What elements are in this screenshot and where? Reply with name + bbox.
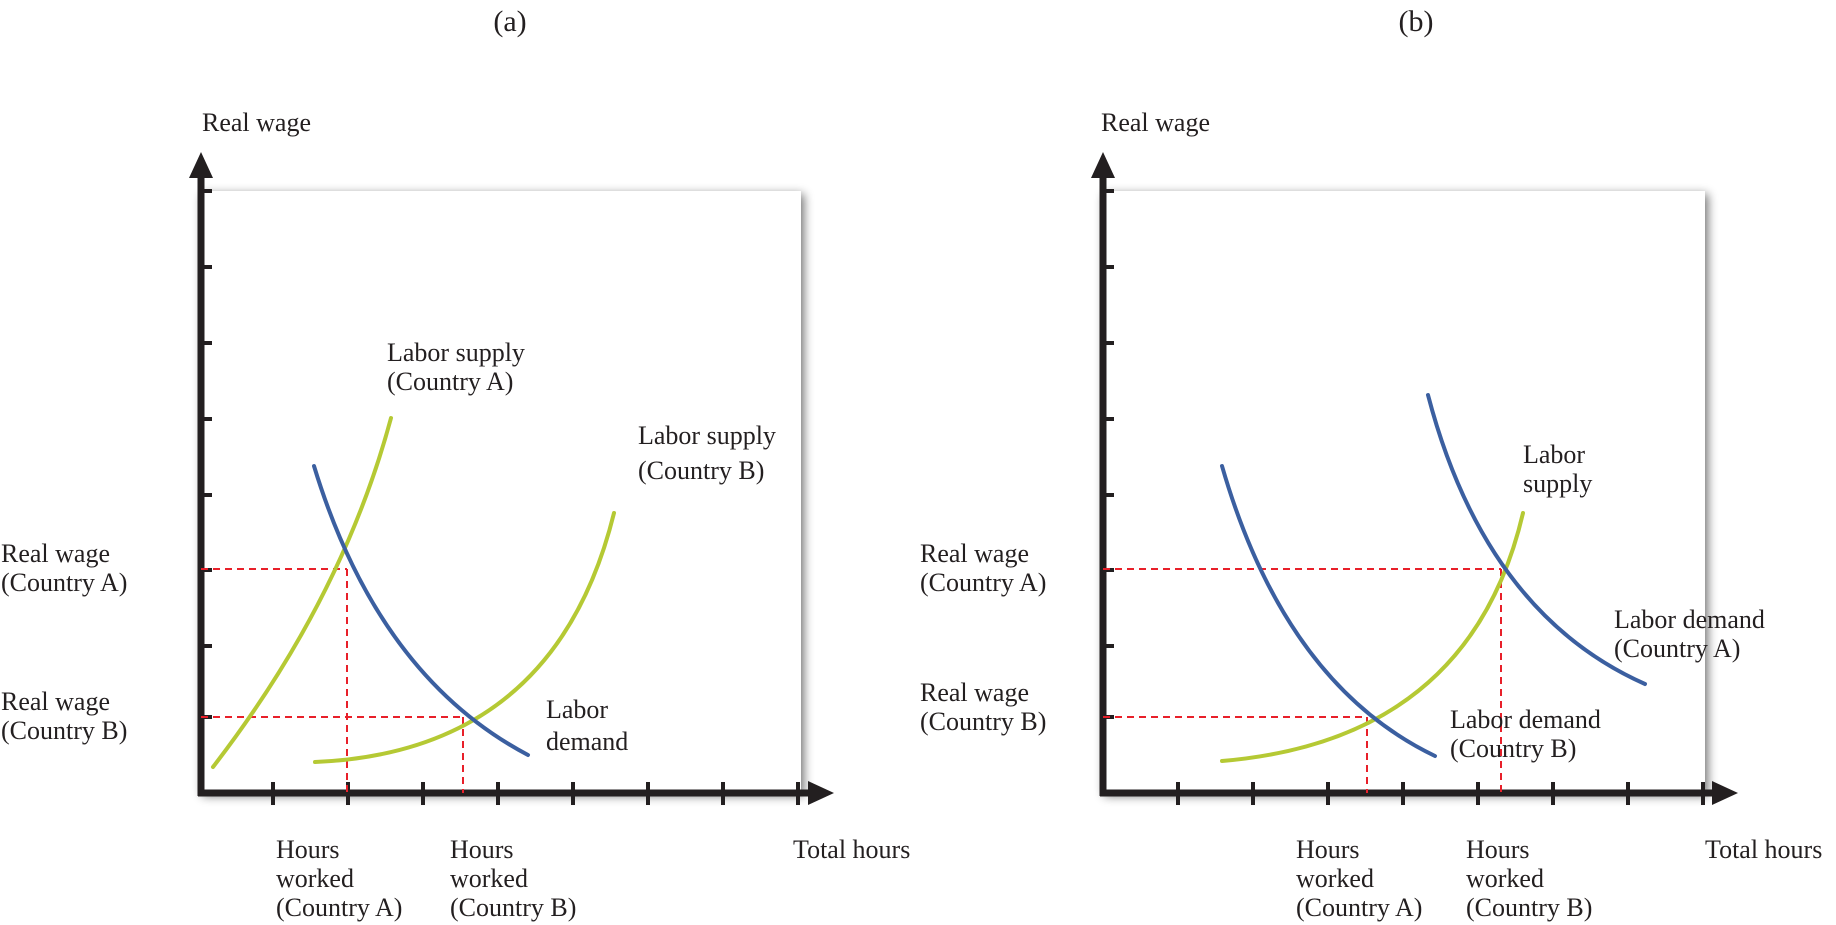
panel-a-hours-a-label: Hours worked (Country A) [276, 835, 402, 922]
panel-a-title: (a) [493, 5, 526, 38]
panel-b-supply-label: Labor supply [1523, 440, 1592, 498]
panel-a-hours-b-label: Hours worked (Country B) [450, 835, 576, 922]
panel-b-wage-a-label: Real wage (Country A) [920, 539, 1046, 597]
panel-a-x-axis-label: Total hours [793, 835, 910, 864]
panel-b-y-arrow [1091, 152, 1115, 178]
panel-b-demand-country-b-curve [1220, 464, 1437, 758]
panel-a-demand-curve [312, 464, 530, 757]
panel-a-supply-country-a-curve [211, 416, 393, 769]
panel-a-guides [201, 568, 464, 793]
panel-b-x-ticks [1176, 782, 1705, 805]
panel-b-plot-area [1101, 191, 1705, 793]
panel-b-title: (b) [1399, 5, 1434, 38]
panel-a-supply-country-b-label: Labor supply (Country B) [638, 421, 782, 485]
panel-b-demand-country-b-label: Labor demand (Country B) [1450, 705, 1607, 763]
panel-b-demand-country-a-curve [1426, 393, 1647, 686]
panel-b: (b) [920, 5, 1822, 922]
panel-b-hours-b-label: Hours worked (Country B) [1466, 835, 1592, 922]
panel-b-wage-b-label: Real wage (Country B) [920, 678, 1046, 736]
panel-a-demand-label: Labor demand [546, 695, 628, 756]
panel-b-x-arrow [1712, 781, 1738, 805]
panel-b-guides [1103, 568, 1502, 793]
panel-a-plot-area [199, 191, 801, 793]
panel-b-axes [1091, 152, 1738, 805]
panel-b-y-axis-label: Real wage [1101, 108, 1210, 137]
panel-a-supply-country-a-label: Labor supply (Country A) [387, 338, 531, 396]
panel-a-wage-a-label: Real wage (Country A) [1, 539, 127, 597]
panel-a-x-arrow [808, 781, 834, 805]
panel-b-demand-country-a-label: Labor demand (Country A) [1614, 605, 1771, 663]
panel-a: (a) [1, 5, 910, 922]
panel-a-supply-country-b-curve [313, 511, 616, 764]
panel-a-wage-b-label: Real wage (Country B) [1, 687, 127, 745]
panel-a-y-axis-label: Real wage [202, 108, 311, 137]
panel-a-y-arrow [189, 152, 213, 178]
panel-b-x-axis-label: Total hours [1705, 835, 1822, 864]
panel-b-hours-a-label: Hours worked (Country A) [1296, 835, 1422, 922]
